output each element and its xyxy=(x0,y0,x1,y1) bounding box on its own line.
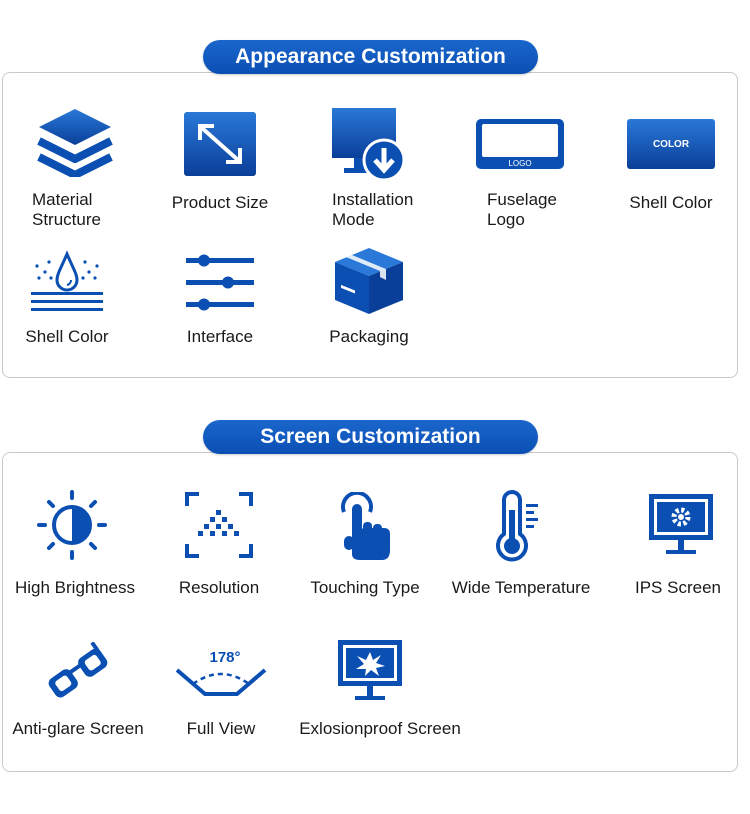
logo-panel-icon: LOGO xyxy=(476,119,564,169)
installation-mode-label: Installation Mode xyxy=(332,190,414,229)
color-panel-icon: COLOR xyxy=(627,119,715,169)
high-brightness-label: High Brightness xyxy=(14,578,135,597)
anti-glare-label: Anti-glare Screen xyxy=(12,719,144,738)
wide-temperature-item[interactable] xyxy=(446,490,596,562)
interface-label: Interface xyxy=(186,327,254,346)
fuselage-logo-label: Fuselage Logo xyxy=(487,190,557,229)
touch-hand-icon xyxy=(341,492,390,560)
touching-type-label: Touching Type xyxy=(310,578,420,597)
waterproof-drop-icon xyxy=(31,250,103,311)
resolution-icon xyxy=(185,492,253,558)
ips-screen-item[interactable] xyxy=(606,492,750,558)
shell-color-waterproof-item[interactable] xyxy=(0,250,142,312)
viewing-angle-icon: 178° xyxy=(175,649,267,696)
glasses-icon xyxy=(48,642,108,698)
full-view-label: Full View xyxy=(186,719,256,738)
sliders-icon xyxy=(186,254,254,311)
touching-type-item[interactable] xyxy=(290,492,440,562)
product-size-item[interactable] xyxy=(145,110,295,178)
interface-item[interactable] xyxy=(145,252,295,314)
material-structure-item[interactable] xyxy=(0,105,150,177)
shell-color-label: Shell Color xyxy=(629,193,713,212)
full-view-item[interactable]: 178° xyxy=(146,644,296,702)
screen-section-title: Screen Customization xyxy=(203,420,538,454)
explosion-monitor-icon xyxy=(338,640,402,700)
layers-icon xyxy=(37,109,113,177)
resize-arrow-icon xyxy=(184,112,256,176)
thermometer-icon xyxy=(496,490,538,562)
wide-temperature-label: Wide Temperature xyxy=(451,578,591,597)
resolution-label: Resolution xyxy=(178,578,260,597)
fuselage-logo-item[interactable]: LOGO xyxy=(445,117,595,171)
packaging-item[interactable] xyxy=(294,246,444,316)
brightness-icon xyxy=(37,490,107,560)
shell-color-item[interactable]: COLOR xyxy=(596,118,746,170)
packaging-label: Packaging xyxy=(329,327,409,346)
high-brightness-item[interactable] xyxy=(0,490,147,560)
appearance-section-title: Appearance Customization xyxy=(203,40,538,74)
shell-color-waterproof-label: Shell Color xyxy=(25,327,109,346)
explosionproof-item[interactable] xyxy=(295,638,445,704)
explosionproof-label: Exlosionproof Screen xyxy=(299,719,461,738)
installation-mode-item[interactable] xyxy=(293,106,443,182)
anti-glare-item[interactable] xyxy=(3,642,153,704)
svg-text:LOGO: LOGO xyxy=(508,159,531,168)
box-icon xyxy=(335,248,403,314)
svg-text:178°: 178° xyxy=(209,649,240,666)
product-size-label: Product Size xyxy=(171,193,269,212)
resolution-item[interactable] xyxy=(144,490,294,560)
ips-monitor-icon xyxy=(649,494,713,554)
material-structure-label: Material Structure xyxy=(32,190,101,229)
svg-text:COLOR: COLOR xyxy=(653,139,690,150)
ips-screen-label: IPS Screen xyxy=(635,578,721,597)
monitor-download-icon xyxy=(332,108,406,182)
